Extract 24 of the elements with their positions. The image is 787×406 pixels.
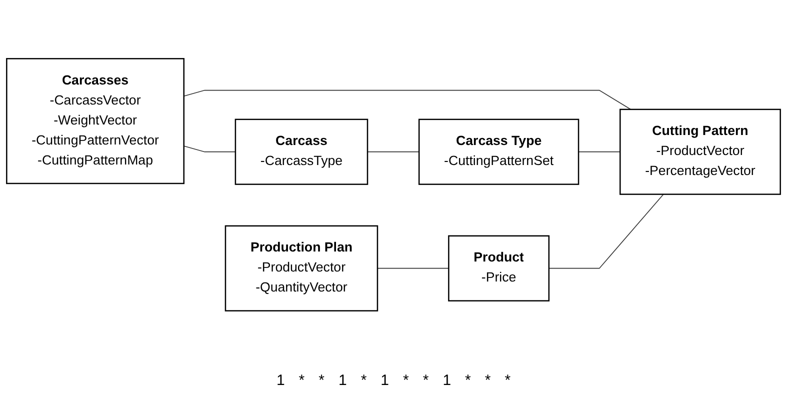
multiplicity-label: * (403, 372, 409, 389)
multiplicity-label: * (484, 372, 491, 389)
multiplicity-label: * (465, 372, 471, 389)
multiplicity-label: * (504, 372, 511, 389)
node-box: Carcass Type -CuttingPatternSet (418, 119, 580, 186)
multiplicity-label: * (422, 372, 429, 389)
multiplicity-label: * (360, 372, 367, 389)
node-box: Product -Price (448, 236, 550, 302)
multiplicity-label: 1 (338, 372, 347, 389)
node-box: Carcass -CarcassType (234, 119, 368, 186)
multiplicity-label: * (298, 372, 305, 389)
connector (183, 90, 632, 110)
multiplicity-label: 1 (442, 372, 452, 389)
node-box: Production Plan -ProductVector -QuantityVector (224, 226, 378, 312)
connector (548, 194, 664, 270)
connector (183, 146, 236, 153)
node-box: Carcasses -CarcassVector -WeightVector -CuttingPatternVector -CuttingPatternMap (6, 58, 184, 184)
connector (377, 268, 450, 270)
multiplicity-label: 1 (380, 372, 389, 389)
node-box: Cutting Pattern -ProductVector -PercentageVector (620, 109, 781, 196)
connector (578, 152, 621, 153)
multiplicity-label: 1 (276, 372, 285, 389)
connector (367, 152, 420, 153)
multiplicity-label: * (318, 372, 324, 389)
